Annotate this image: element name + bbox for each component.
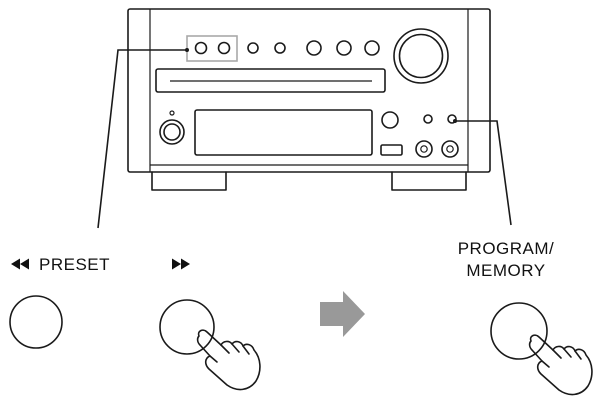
power-button[interactable] — [159, 119, 185, 145]
program-callout-dot — [453, 119, 457, 123]
program-label-line1: PROGRAM/ — [458, 239, 555, 258]
left-foot — [151, 171, 227, 191]
disc-slot — [155, 68, 386, 93]
preset-label: PRESET — [39, 255, 110, 274]
program-memory-button[interactable] — [490, 302, 548, 360]
standby-indicator — [169, 110, 175, 116]
usb-port[interactable] — [380, 144, 403, 156]
device-button-preset-up[interactable] — [217, 41, 231, 55]
program-label-line2: MEMORY — [466, 261, 545, 280]
round-control[interactable] — [381, 111, 399, 129]
preset-up-button[interactable] — [159, 299, 215, 355]
stereo-unit — [127, 8, 491, 191]
preset-down-button[interactable] — [9, 295, 63, 349]
device-body — [127, 8, 491, 173]
pointing-hand-icon — [196, 329, 261, 391]
fast-forward-icon — [172, 258, 190, 270]
device-button-4[interactable] — [274, 42, 286, 54]
preset-callout-line — [97, 49, 187, 229]
rca-jack-right — [441, 140, 459, 158]
right-foot — [391, 171, 467, 191]
callout-lines — [97, 48, 512, 229]
device-button-3[interactable] — [247, 42, 259, 54]
device-button-6[interactable] — [336, 40, 352, 56]
program-memory-label-group: PROGRAM/ MEMORY — [458, 239, 555, 280]
display-window — [194, 109, 373, 156]
preset-label-group: PRESET — [11, 255, 190, 274]
program-memory-button-device[interactable] — [447, 114, 457, 124]
small-button-a[interactable] — [423, 114, 433, 124]
pointing-hand-icon — [528, 334, 593, 396]
program-callout-line — [455, 120, 512, 226]
preset-callout-dot — [185, 48, 189, 52]
device-button-7[interactable] — [364, 40, 380, 56]
rewind-icon — [11, 258, 29, 270]
volume-knob[interactable] — [393, 28, 449, 84]
device-button-preset-down[interactable] — [194, 41, 208, 55]
right-arrow-icon — [320, 291, 365, 337]
device-button-5[interactable] — [306, 40, 322, 56]
rca-jack-left — [415, 140, 433, 158]
